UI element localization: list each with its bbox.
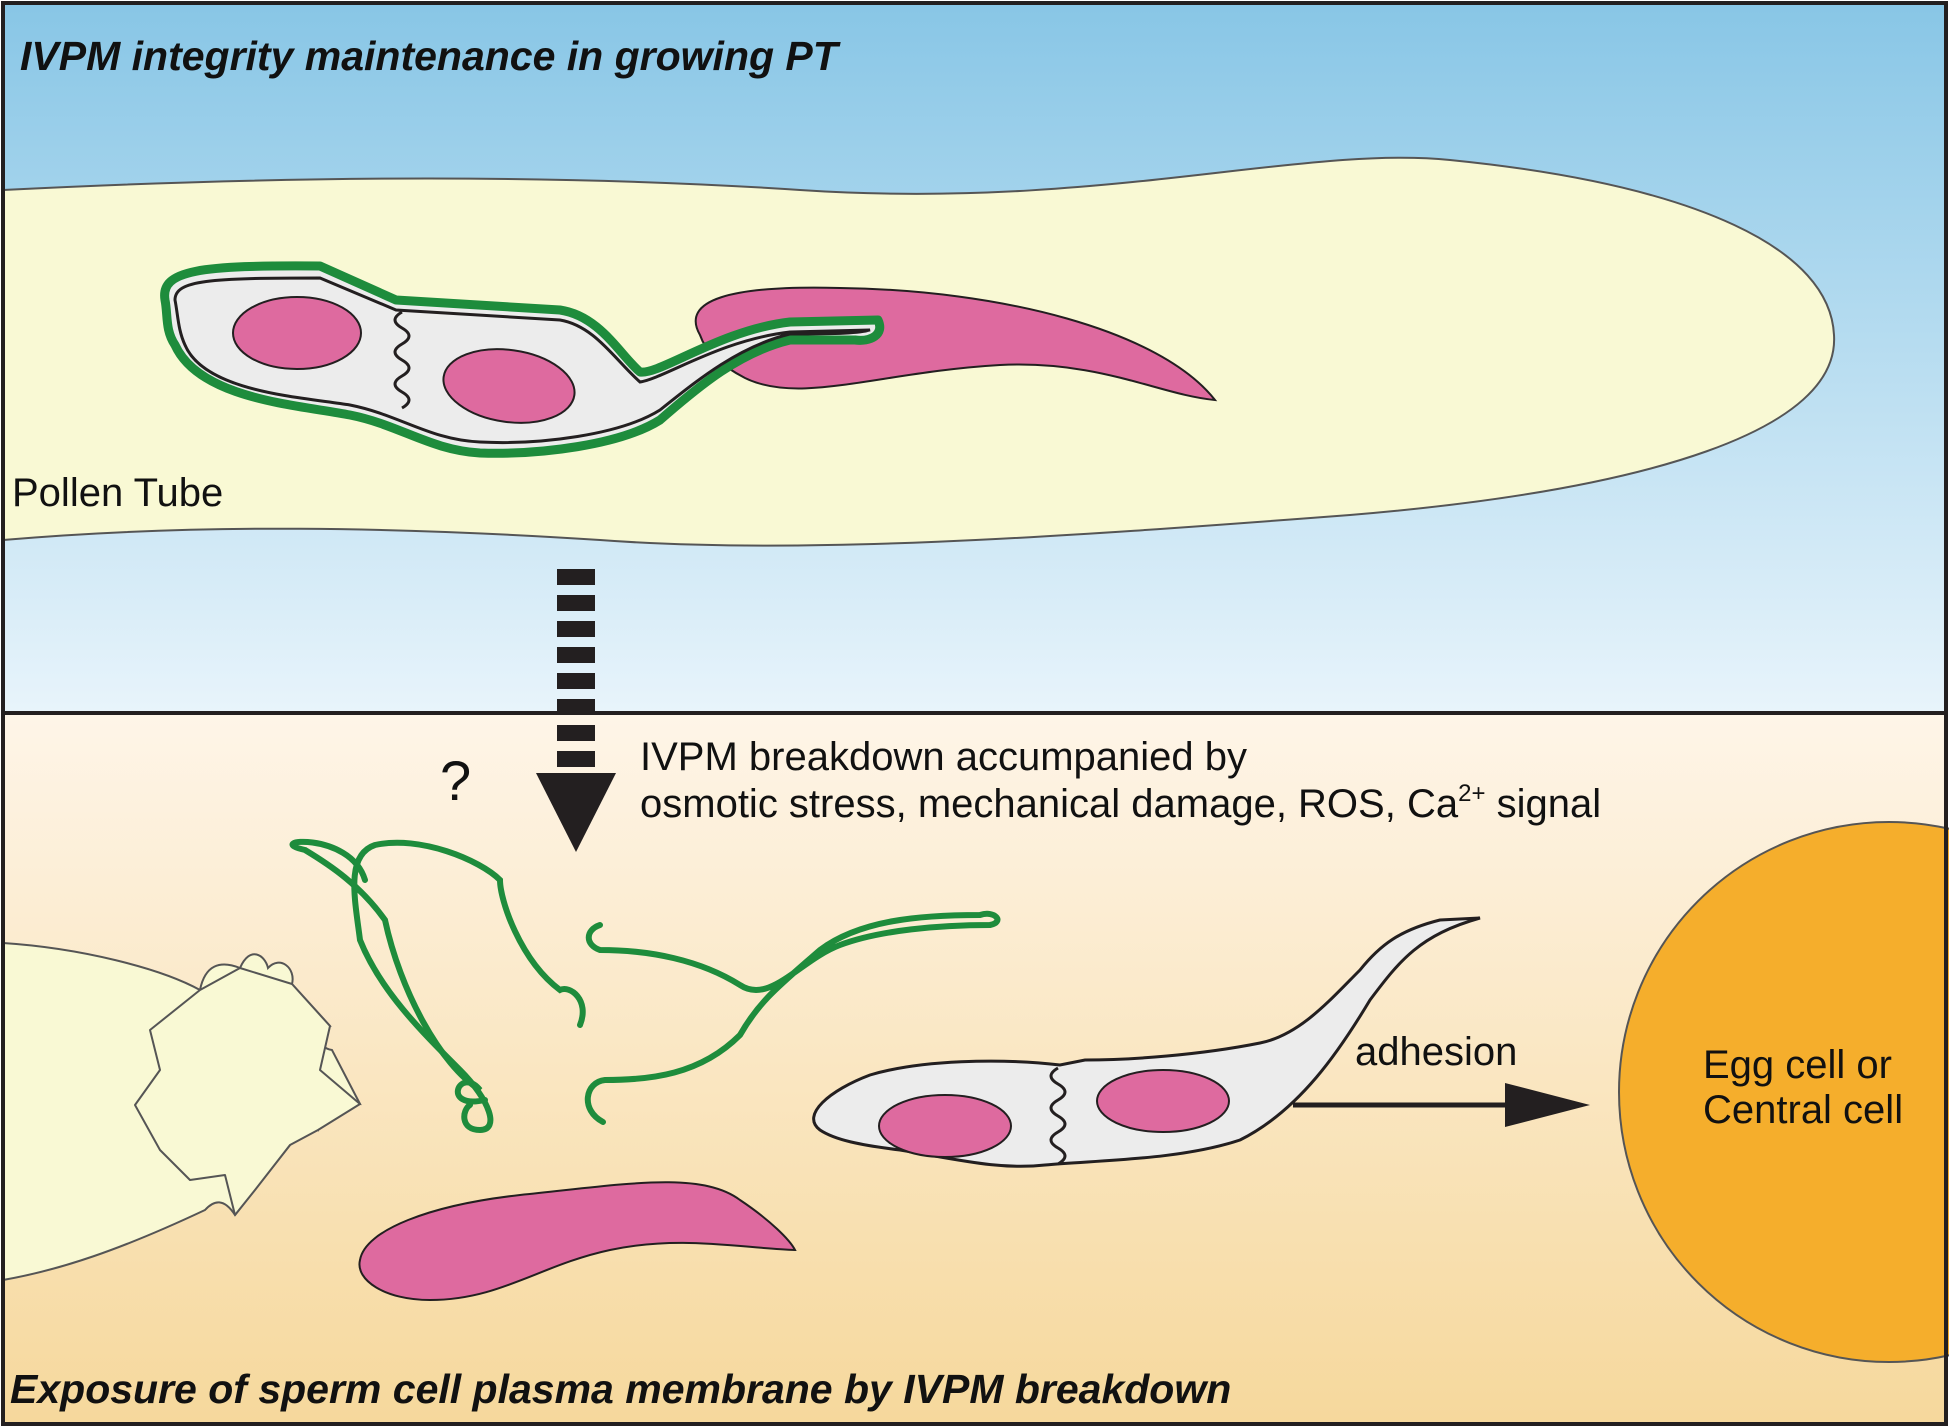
calcium-superscript: 2+ — [1458, 780, 1485, 807]
exposed-sperm-nucleus-2 — [1096, 1069, 1230, 1133]
question-mark: ? — [440, 749, 471, 812]
ivpm-fragment-2 — [584, 910, 1001, 1125]
bottom-panel: ? IVPM breakdown accumpanied by osmotic … — [2, 569, 1949, 1424]
exposed-cell-junction — [1049, 1066, 1067, 1166]
breakdown-text-end: signal — [1485, 782, 1601, 826]
adhesion-arrow — [1293, 1083, 1590, 1127]
rupture-burst-star — [134, 967, 361, 1216]
adhesion-label: adhesion — [1355, 1030, 1517, 1074]
top-panel-title: IVPM integrity maintenance in growing PT — [20, 33, 841, 79]
sperm-cell-pair-enclosed — [160, 261, 885, 458]
released-vegetative-nucleus — [358, 1181, 797, 1302]
target-cell-label-line2: Central cell — [1703, 1088, 1903, 1132]
breakdown-text-main: osmotic stress, mechanical damage, ROS, … — [640, 782, 1459, 826]
ivpm-fragment-1 — [289, 838, 488, 1105]
exposed-sperm-cell-pair — [812, 916, 1481, 1168]
sperm-nucleus-2 — [442, 348, 576, 424]
breakdown-text-line1: IVPM breakdown accumpanied by — [640, 735, 1247, 779]
egg-or-central-cell — [1618, 821, 1949, 1363]
breakdown-text-line2: osmotic stress, mechanical damage, ROS, … — [640, 780, 1601, 826]
bottom-panel-title: Exposure of sperm cell plasma membrane b… — [10, 1366, 1231, 1412]
sperm-nucleus-1 — [232, 296, 362, 370]
pollen-tube-label: Pollen Tube — [12, 471, 223, 515]
top-panel: IVPM integrity maintenance in growing PT… — [2, 3, 1946, 713]
target-cell-label-line1: Egg cell or — [1703, 1043, 1892, 1087]
ivpm-fragment-1b — [351, 839, 586, 1134]
dashed-down-arrow — [536, 569, 616, 852]
cell-junction — [393, 310, 411, 410]
sperm-membrane-outline — [173, 276, 871, 444]
vegetative-nucleus — [694, 286, 1218, 402]
ivpm-fragments — [289, 838, 1001, 1134]
exposed-sperm-nucleus-1 — [878, 1094, 1012, 1158]
